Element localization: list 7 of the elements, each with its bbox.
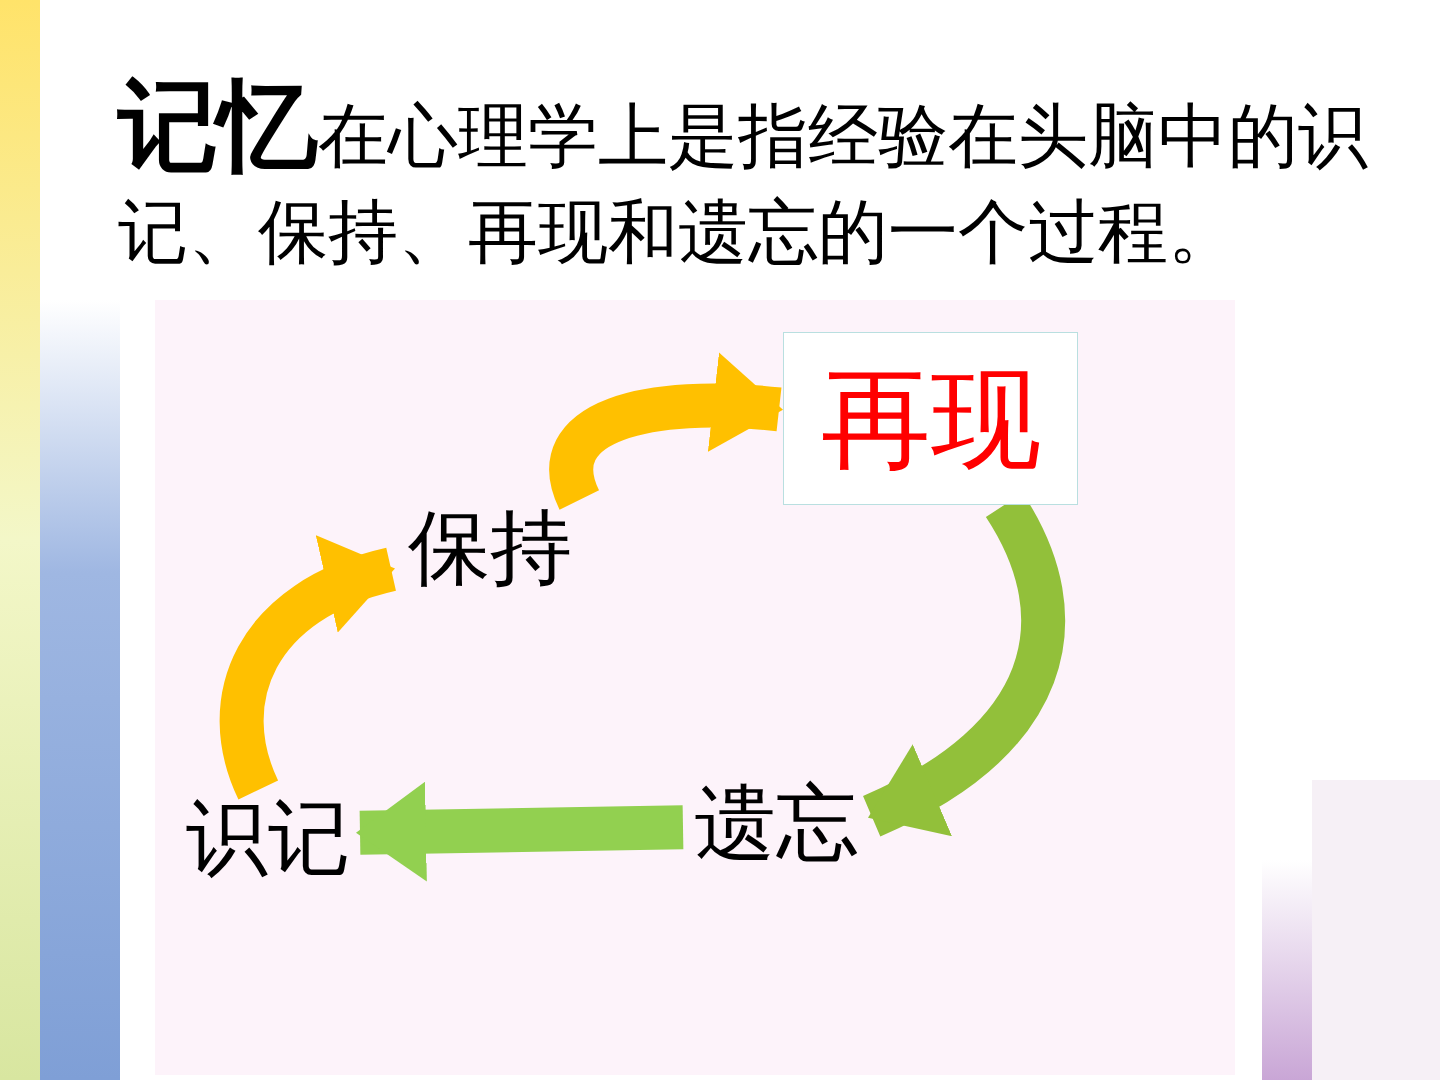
title: 记忆在心理学上是指经验在头脑中的识记、保持、再现和遗忘的一个过程。 [118, 78, 1368, 275]
highlight-box: 再现 [783, 332, 1078, 505]
stage-label: 保持 [395, 500, 585, 595]
stage-label: 遗忘 [683, 775, 868, 870]
arrow [549, 353, 783, 508]
stage-label: 识记 [175, 790, 360, 885]
arrow [356, 781, 684, 882]
